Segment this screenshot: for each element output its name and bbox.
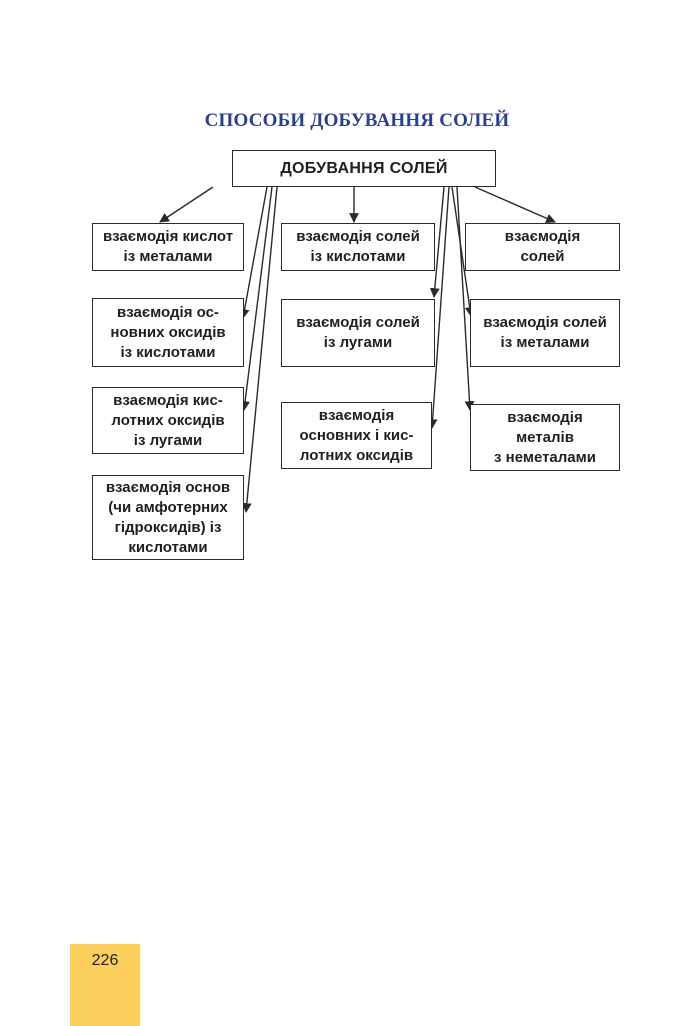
node-salts-salts: взаємодія солей — [465, 223, 620, 271]
node-line: основних і кис- — [299, 426, 414, 444]
node-acidic-oxides-alkalis: взаємодія кис- лотних оксидів із лугами — [92, 387, 244, 454]
arrow-root-to-n2 — [239, 186, 268, 319]
node-line: взаємодія — [507, 408, 583, 426]
page-title: СПОСОБИ ДОБУВАННЯ СОЛЕЙ — [204, 110, 510, 131]
arrow-root-to-n10 — [456, 186, 475, 411]
node-line: новних оксидів — [110, 323, 226, 341]
node-line: взаємодія солей — [483, 314, 607, 331]
node-acids-metals: взаємодія кислот із металами — [92, 223, 244, 271]
node-basic-oxides-acids: взаємодія ос- новних оксидів із кислотам… — [92, 298, 244, 367]
arrow-root-to-n9 — [451, 186, 475, 317]
node-line: із лугами — [323, 334, 393, 351]
node-salts-acids: взаємодія солей із кислотами — [281, 223, 435, 271]
root-node-label: ДОБУВАННЯ СОЛЕЙ — [280, 159, 448, 177]
root-node: ДОБУВАННЯ СОЛЕЙ — [232, 150, 496, 187]
arrow-root-to-n6 — [429, 186, 445, 298]
arrow-root-to-n1 — [159, 186, 214, 223]
page-number: 226 — [91, 952, 119, 969]
arrow-root-to-n4 — [241, 186, 278, 513]
arrow-root-to-n3 — [240, 186, 273, 411]
node-line: взаємодія — [504, 228, 581, 245]
node-line: солей — [520, 248, 565, 265]
node-line: взаємодія солей — [296, 314, 420, 331]
arrow-root-to-n7 — [427, 186, 450, 429]
node-line: взаємодія кис- — [113, 391, 223, 409]
node-salts-metals: взаємодія солей із металами — [470, 299, 620, 367]
node-line: із кислотами — [120, 343, 216, 361]
node-line: металів — [516, 428, 574, 446]
node-line: із лугами — [133, 431, 203, 449]
node-line: взаємодія — [318, 406, 395, 424]
arrow-root-to-n8 — [474, 186, 556, 223]
node-line: взаємодія ос- — [117, 303, 219, 321]
node-basic-acidic-oxides: взаємодія основних і кис- лотних оксидів — [281, 402, 432, 469]
node-line: лотних оксидів — [299, 446, 414, 464]
node-line: з неметалами — [494, 448, 596, 466]
node-line: взаємодія кислот — [102, 228, 234, 245]
page-number-tab — [70, 944, 140, 1026]
node-salts-alkalis: взаємодія солей із лугами — [281, 299, 435, 367]
node-line: із кислотами — [310, 248, 406, 265]
node-line: взаємодія основ — [105, 478, 231, 496]
node-line: взаємодія солей — [296, 228, 420, 245]
node-line: (чи амфотерних — [108, 498, 228, 516]
node-line: кислотами — [128, 538, 208, 556]
node-line: лотних оксидів — [111, 411, 225, 429]
node-metals-nonmetals: взаємодія металів з неметалами — [470, 404, 620, 471]
node-line: із металами — [123, 248, 213, 265]
node-line: із металами — [500, 334, 590, 351]
node-line: гідроксидів) із — [114, 518, 222, 536]
node-bases-acids: взаємодія основ (чи амфотерних гідроксид… — [92, 475, 244, 560]
